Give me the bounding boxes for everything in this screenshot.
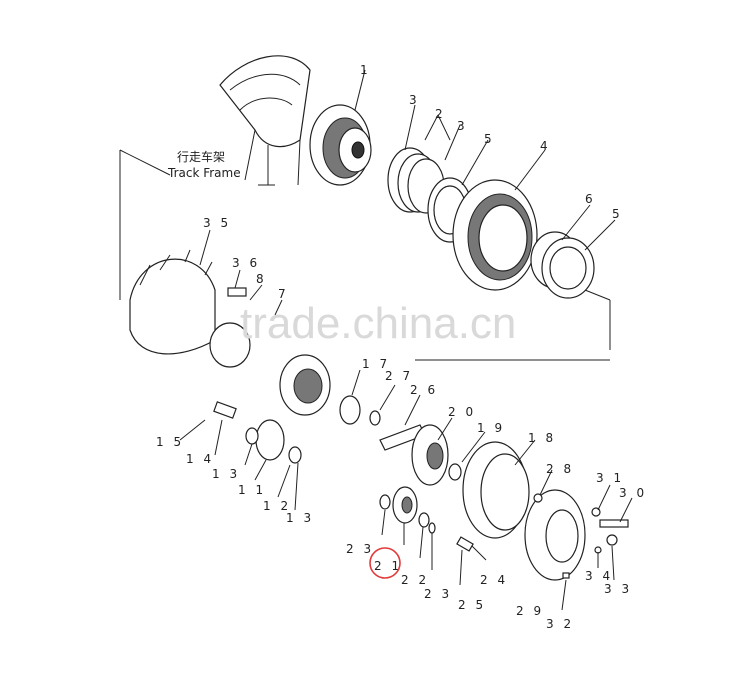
callout-1: 1 [360,63,371,77]
callout-19: 1 9 [477,421,505,435]
callout-25: 2 5 [458,598,486,612]
planet-gear-21-22-23 [379,486,487,586]
callout-17: 1 7 [362,357,390,371]
callout-27: 2 7 [385,369,413,383]
callout-34: 3 4 [585,569,613,583]
callout-13-b: 1 3 [286,511,314,525]
callout-20: 2 0 [448,405,476,419]
callout-26: 2 6 [410,383,438,397]
callout-5-a: 5 [484,132,495,146]
callout-33: 3 3 [604,582,632,596]
part-6-5-rings [530,204,616,299]
callout-36: 3 6 [232,256,260,270]
part-1-motor-hub [309,69,372,186]
bracket-lines [119,149,611,361]
callout-4: 4 [540,139,551,153]
callout-23-a: 2 3 [346,542,374,556]
callout-29: 2 9 [516,604,544,618]
callout-14: 1 4 [186,452,214,466]
callout-3-a: 3 [409,93,420,107]
part-18-ring-gear [462,439,536,539]
planet-carrier-left [179,354,331,511]
callout-32: 3 2 [546,617,574,631]
callout-6: 6 [585,192,596,206]
part-3-2-rings [387,104,461,214]
highlight-circle-21 [369,547,401,579]
callout-35: 3 5 [203,216,231,230]
callout-12: 1 2 [263,499,291,513]
track-frame-label-cn: 行走车架 [177,149,225,164]
callout-3-b: 3 [457,119,468,133]
callout-24: 2 4 [480,573,508,587]
callout-13-a: 1 3 [212,467,240,481]
track-frame-label-en: Track Frame [167,166,241,180]
callout-28: 2 8 [546,462,574,476]
callout-18: 1 8 [528,431,556,445]
callout-21: 2 1 [374,559,402,573]
callout-7: 7 [278,287,289,301]
callout-8: 8 [256,272,267,286]
carrier-20-19 [411,417,486,486]
part-36-8-7 [209,269,283,368]
track-frame [219,55,311,186]
callout-23-b: 2 3 [424,587,452,601]
part-35-sprocket [129,229,216,355]
callout-2: 2 [435,107,446,121]
callout-31: 3 1 [596,471,624,485]
part-4-gear-housing [452,149,546,291]
watermark: trade.china.cn [240,299,516,348]
part-29-cover [524,469,633,611]
callout-15: 1 5 [156,435,184,449]
callout-30: 3 0 [619,486,647,500]
needle-bearing-17-27-26 [339,369,426,451]
callout-11: 1 1 [238,483,266,497]
callout-5-b: 5 [612,207,623,221]
callout-22: 2 2 [401,573,429,587]
